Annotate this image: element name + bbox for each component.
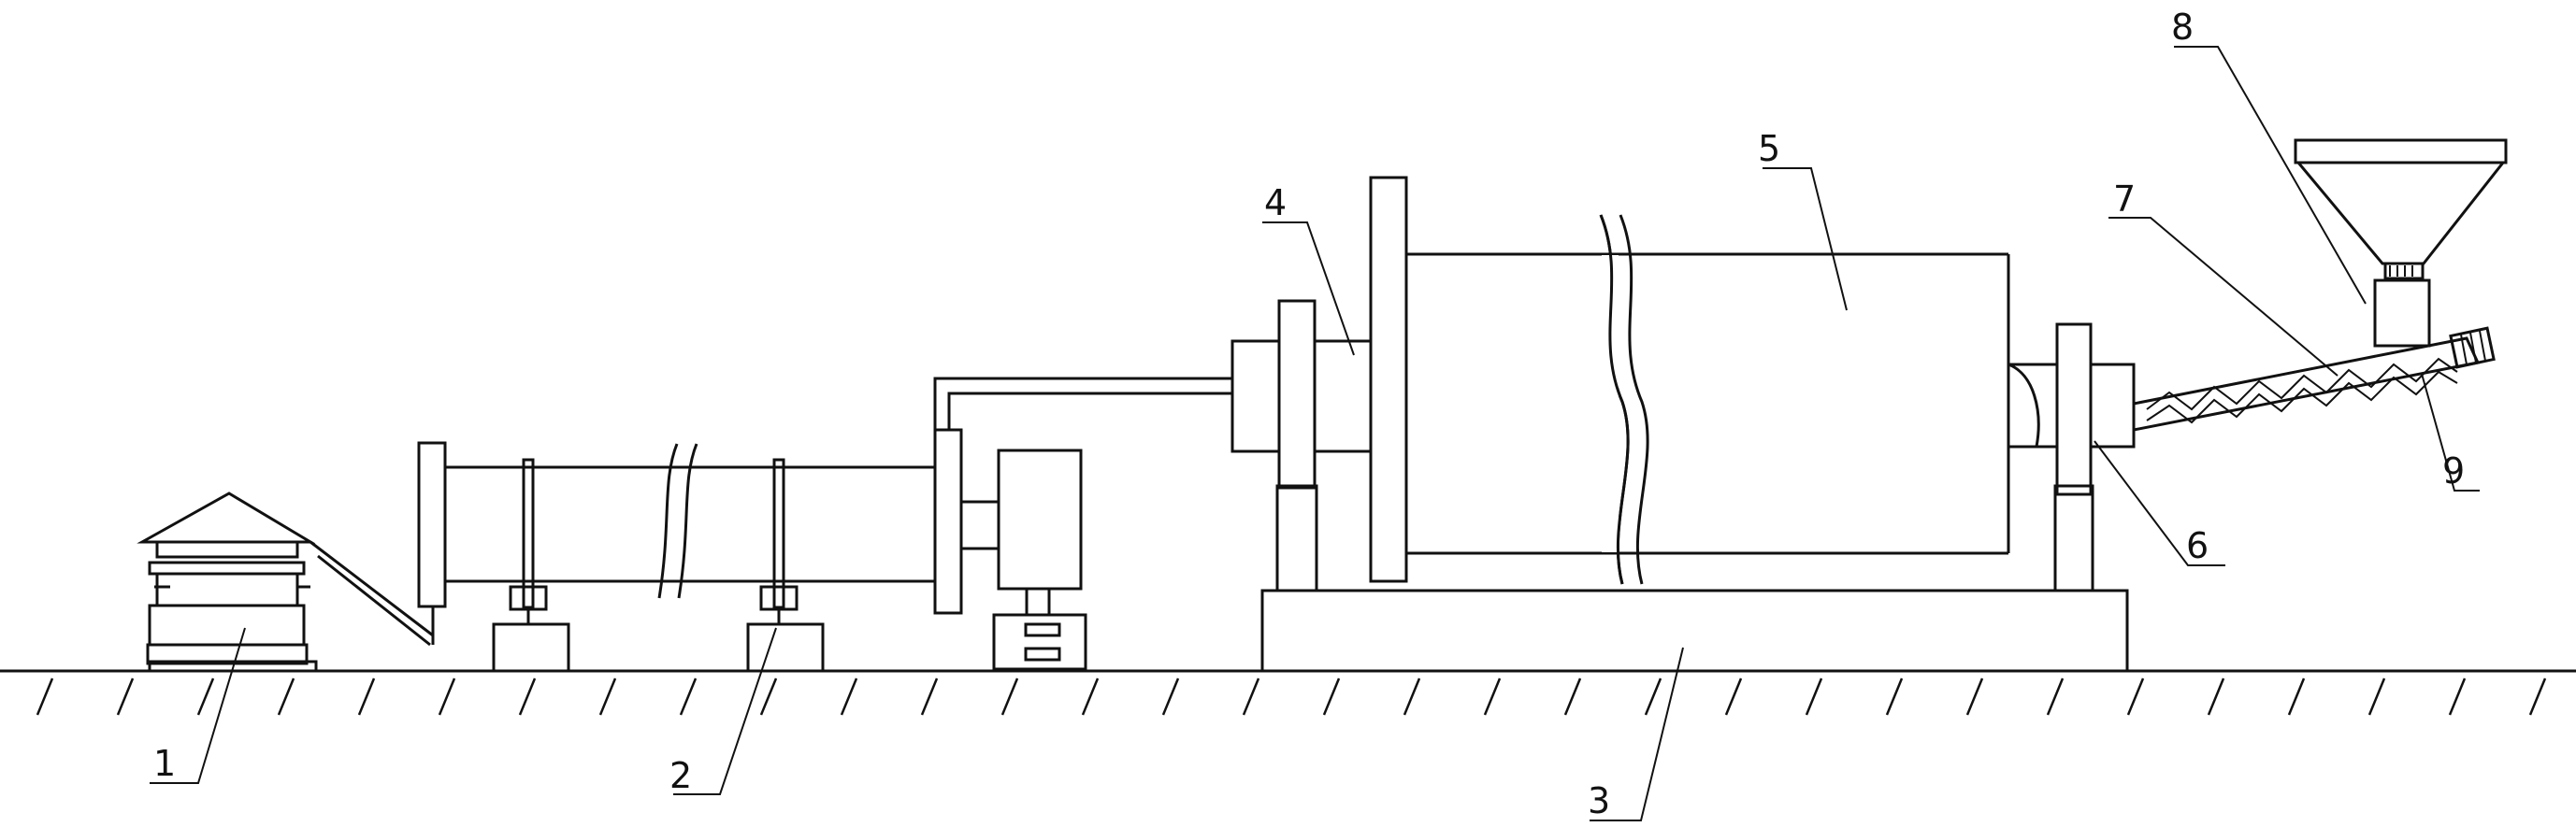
ground-hatch-mark (357, 677, 376, 716)
ground-hatch-mark (2367, 677, 2386, 716)
ground-hatch-mark (1081, 677, 1100, 716)
component-1-feeder-unit (137, 492, 318, 673)
component-8-hopper (2294, 138, 2508, 280)
ground-hatch-mark (920, 677, 939, 716)
ground-hatch-mark (1242, 677, 1260, 716)
connecting-pipe (933, 377, 1232, 430)
ground-hatch-mark (1885, 677, 1904, 716)
leader-lines (150, 46, 2480, 821)
component-2-rotary-cooler (417, 428, 1087, 673)
ground-hatch-mark (840, 677, 858, 716)
ground-hatch-mark (2126, 677, 2145, 716)
ground-hatch-mark (1563, 677, 1582, 716)
label-3: 3 (1588, 780, 1610, 821)
ground-hatch-mark (1724, 677, 1743, 716)
ground-hatch-mark (1403, 677, 1421, 716)
label-2: 2 (669, 755, 692, 796)
ground-hatch-mark (438, 677, 456, 716)
part-labels: 1 2 3 4 5 6 7 8 9 (153, 7, 2465, 821)
ground-hatch-mark (679, 677, 698, 716)
ground-hatch-mark (1483, 677, 1502, 716)
label-8: 8 (2171, 7, 2194, 48)
ground-hatch-mark (277, 677, 295, 716)
ground-hatch-mark (2046, 677, 2065, 716)
ground-hatch-mark (36, 677, 54, 716)
ground-hatch-mark (2528, 677, 2547, 716)
component-5-main-drum (1406, 214, 2010, 585)
component-6-outlet-bearing (2008, 322, 2136, 592)
ground-hatch-mark (518, 677, 537, 716)
ground-hatch-mark (759, 677, 778, 716)
component-3-base-frame (1260, 589, 2129, 673)
label-9: 9 (2442, 450, 2465, 492)
ground-hatch-mark (1805, 677, 1823, 716)
ground-hatch-mark (196, 677, 215, 716)
ground-hatch-mark (598, 677, 617, 716)
ground-hatch-mark (2207, 677, 2225, 716)
label-1: 1 (153, 743, 176, 784)
ground-hatching (36, 677, 2547, 716)
component-9-screw-feeder (2132, 278, 2496, 432)
ground-hatch-mark (1322, 677, 1341, 716)
ground-hatch-mark (116, 677, 135, 716)
ground-hatch-mark (2448, 677, 2467, 716)
ground-hatch-mark (1161, 677, 1180, 716)
ground-hatch-mark (1965, 677, 1984, 716)
ground-hatch-mark (2287, 677, 2306, 716)
label-7: 7 (2113, 178, 2136, 220)
label-6: 6 (2186, 525, 2209, 566)
ground-hatch-mark (1644, 677, 1662, 716)
ground-hatch-mark (1000, 677, 1019, 716)
label-4: 4 (1264, 182, 1287, 223)
label-5: 5 (1758, 128, 1780, 169)
component-4-inlet-head (1230, 176, 1408, 592)
ground (0, 669, 2576, 716)
discharge-chute (309, 540, 435, 647)
